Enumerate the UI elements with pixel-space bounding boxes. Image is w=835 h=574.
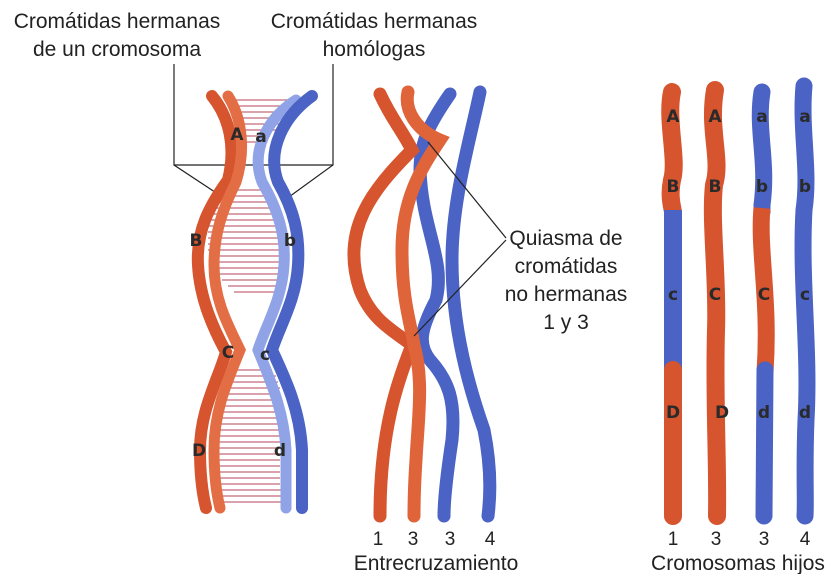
panel-daughter-chromosomes: A B c D A B C D a b C d a b c xyxy=(651,86,825,574)
panel2-number-1: 1 xyxy=(373,529,384,550)
gene-d: d xyxy=(274,441,286,461)
d4-gene-2: b xyxy=(799,177,811,197)
panel3-number-3: 3 xyxy=(759,529,770,550)
daughter-chromosome-2: A B C D xyxy=(708,90,729,516)
label-homologous-line1: Cromátidas hermanas xyxy=(271,10,478,33)
d1-gene-2: B xyxy=(667,177,680,197)
panel2-number-4: 4 xyxy=(485,529,496,550)
d1-gene-3: c xyxy=(668,285,678,305)
d3-gene-2: b xyxy=(756,177,768,197)
label-crossing-over: Entrecruzamiento xyxy=(354,552,519,574)
gene-a: a xyxy=(255,127,266,147)
d2-gene-2: B xyxy=(709,177,722,197)
panel-crossing-over: Quiasma de cromátidas no hermanas 1 y 3 … xyxy=(354,92,628,574)
panel2-number-2: 3 xyxy=(408,529,419,550)
panel3-number-4: 4 xyxy=(800,529,811,550)
gene-C: C xyxy=(222,343,234,363)
panel2-number-3: 3 xyxy=(445,529,456,550)
gene-D: D xyxy=(192,441,206,461)
d4-gene-4: d xyxy=(799,403,811,423)
d2-gene-3: C xyxy=(709,285,721,305)
label-chiasma-line2: cromátidas xyxy=(515,255,618,278)
gene-c: c xyxy=(260,345,270,365)
label-daughter-chromosomes: Cromosomas hijos xyxy=(651,552,825,574)
d1-gene-4: D xyxy=(666,403,680,423)
bracket-lines xyxy=(174,64,333,202)
label-sister-chromatids-line1: Cromátidas hermanas xyxy=(14,10,221,33)
d3-gene-1: a xyxy=(756,107,767,127)
daughter-chromosome-4: a b c d xyxy=(799,86,811,516)
d1-gene-1: A xyxy=(666,107,680,127)
daughter-chromosome-3: a b C d xyxy=(756,92,770,516)
d3-gene-4: d xyxy=(758,403,770,423)
label-chiasma-line1: Quiasma de xyxy=(509,227,622,250)
daughter-chromosome-1: A B c D xyxy=(666,92,680,516)
d4-gene-3: c xyxy=(800,285,810,305)
d2-gene-1: A xyxy=(708,107,722,127)
gene-A: A xyxy=(230,125,244,145)
d4-gene-1: a xyxy=(799,107,810,127)
gene-b: b xyxy=(284,231,296,251)
d3-gene-3: C xyxy=(758,285,770,305)
panel3-number-2: 3 xyxy=(711,529,722,550)
label-chiasma-line4: 1 y 3 xyxy=(543,311,589,334)
panel-homologous-pair: A B C D a b c d xyxy=(190,96,312,508)
bracket-homologous xyxy=(282,64,333,202)
panel3-number-1: 1 xyxy=(668,529,679,550)
blue-chromatid-4 xyxy=(452,92,490,516)
d2-gene-4: D xyxy=(715,403,729,423)
label-chiasma-line3: no hermanas xyxy=(505,283,628,306)
label-sister-chromatids-line2: de un cromosoma xyxy=(33,38,201,61)
gene-B: B xyxy=(190,231,203,251)
label-homologous-line2: homólogas xyxy=(323,38,426,61)
